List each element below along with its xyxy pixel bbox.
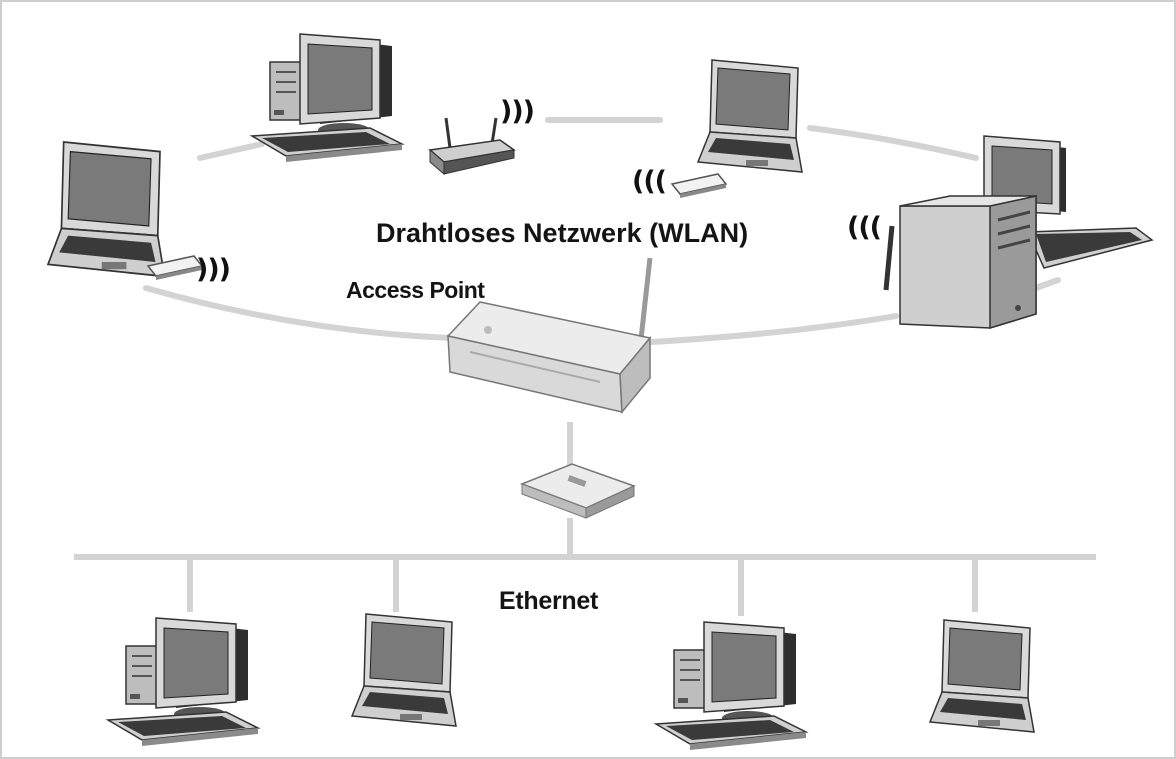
wireless-links [143, 117, 1061, 345]
access-point-label: Access Point [346, 277, 485, 303]
laptop-icon [697, 59, 803, 173]
wifi-signal-icon: ))) [196, 254, 231, 285]
wifi-signal-icon: ))) [500, 96, 535, 127]
wifi-signal-icon: ((( [847, 212, 882, 243]
laptop-icon [351, 613, 457, 727]
hub-icon [519, 463, 636, 519]
ethernet-label: Ethernet [499, 587, 599, 615]
wlan-card-icon [671, 173, 727, 199]
desktop-computer-icon [107, 617, 259, 747]
ethernet-bus [74, 422, 1096, 616]
desktop-computer-icon [655, 621, 807, 751]
wlan-title-label: Drahtloses Netzwerk (WLAN) [376, 218, 749, 248]
tower-pc-icon [883, 135, 1154, 330]
access-point-icon [446, 257, 653, 414]
desktop-computer-icon [251, 33, 403, 163]
laptop-icon [929, 619, 1035, 733]
laptop-icon [47, 141, 166, 278]
wifi-signal-icon: ((( [632, 166, 667, 197]
